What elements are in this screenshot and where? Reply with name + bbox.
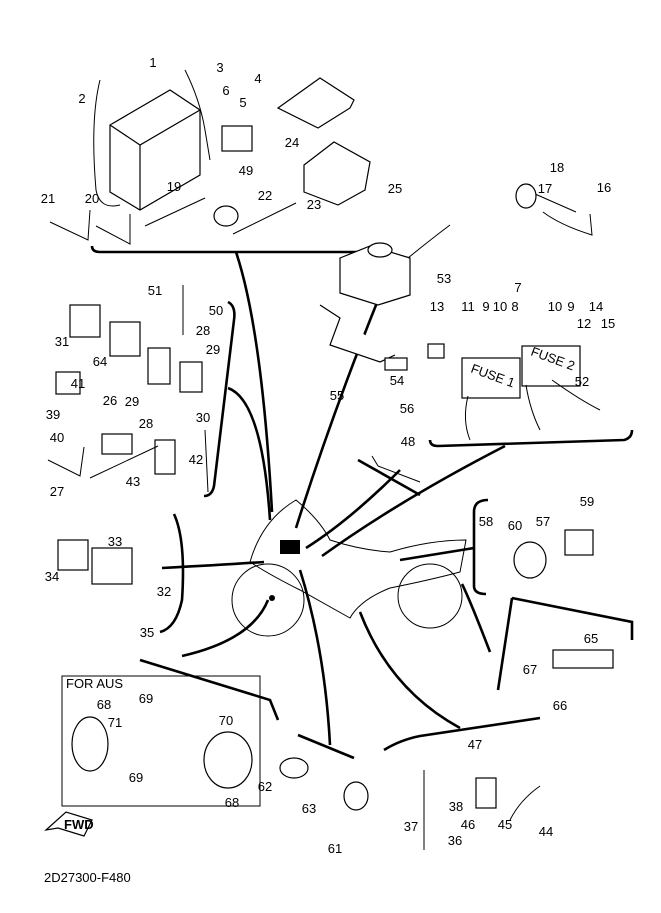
fuse-box-2: [521, 345, 581, 387]
callout-41: 41: [71, 376, 85, 391]
parts: FWD FUSE 1 FUSE 2: [44, 69, 614, 850]
callout-29: 29: [125, 394, 139, 409]
callout-53: 53: [437, 271, 451, 286]
callout-1: 1: [149, 55, 156, 70]
callout-22: 22: [258, 188, 272, 203]
fwd-label: FWD: [64, 817, 94, 832]
callout-10: 10: [493, 299, 507, 314]
callout-6: 6: [222, 83, 229, 98]
callout-59: 59: [580, 494, 594, 509]
callout-30: 30: [196, 410, 210, 425]
callout-60: 60: [508, 518, 522, 533]
callout-2: 2: [78, 91, 85, 106]
callout-69: 69: [139, 691, 153, 706]
callout-9: 9: [567, 299, 574, 314]
callout-27: 27: [50, 484, 64, 499]
callout-8: 8: [511, 299, 518, 314]
callout-29: 29: [206, 342, 220, 357]
callout-40: 40: [50, 430, 64, 445]
for-aus-box: [61, 675, 261, 807]
relay-49: [213, 205, 239, 227]
callout-58: 58: [479, 514, 493, 529]
callout-10: 10: [548, 299, 562, 314]
diagram-code: 2D27300-F480: [44, 870, 131, 885]
callout-42: 42: [189, 452, 203, 467]
callout-24: 24: [285, 135, 299, 150]
group-brackets: [90, 243, 634, 760]
callout-5: 5: [239, 95, 246, 110]
callout-70: 70: [219, 713, 233, 728]
callout-31: 31: [55, 334, 69, 349]
callout-54: 54: [390, 373, 404, 388]
callout-69: 69: [129, 770, 143, 785]
callout-49: 49: [239, 163, 253, 178]
callout-43: 43: [126, 474, 140, 489]
callout-39: 39: [46, 407, 60, 422]
callout-62: 62: [258, 779, 272, 794]
callout-36: 36: [448, 833, 462, 848]
callout-71: 71: [108, 715, 122, 730]
callout-32: 32: [157, 584, 171, 599]
callout-56: 56: [400, 401, 414, 416]
callout-14: 14: [589, 299, 603, 314]
callout-63: 63: [302, 801, 316, 816]
fwd-arrow-icon: FWD: [44, 811, 94, 837]
callout-23: 23: [307, 197, 321, 212]
callout-38: 38: [449, 799, 463, 814]
region-note: FOR AUS: [66, 676, 123, 691]
callout-37: 37: [404, 819, 418, 834]
callout-12: 12: [577, 316, 591, 331]
callout-19: 19: [167, 179, 181, 194]
callout-28: 28: [196, 323, 210, 338]
starter-relay: [221, 125, 253, 152]
battery: [109, 89, 201, 211]
motorcycle-outline: [231, 499, 467, 637]
callout-16: 16: [597, 180, 611, 195]
callout-9: 9: [482, 299, 489, 314]
callout-21: 21: [41, 191, 55, 206]
callout-57: 57: [536, 514, 550, 529]
callout-25: 25: [388, 181, 402, 196]
callout-34: 34: [45, 569, 59, 584]
callout-51: 51: [148, 283, 162, 298]
callout-68: 68: [225, 795, 239, 810]
callout-68: 68: [97, 697, 111, 712]
callout-28: 28: [139, 416, 153, 431]
callout-48: 48: [401, 434, 415, 449]
callout-18: 18: [550, 160, 564, 175]
callout-26: 26: [103, 393, 117, 408]
callout-17: 17: [538, 181, 552, 196]
callout-64: 64: [93, 354, 107, 369]
callout-65: 65: [584, 631, 598, 646]
callout-66: 66: [553, 698, 567, 713]
callout-50: 50: [209, 303, 223, 318]
callout-52: 52: [575, 374, 589, 389]
callout-20: 20: [85, 191, 99, 206]
callout-35: 35: [140, 625, 154, 640]
callout-3: 3: [216, 60, 223, 75]
callout-11: 11: [461, 299, 475, 314]
callout-7: 7: [514, 280, 521, 295]
callout-67: 67: [523, 662, 537, 677]
callout-55: 55: [330, 388, 344, 403]
callout-4: 4: [254, 71, 261, 86]
ecu: [303, 141, 371, 206]
callout-13: 13: [430, 299, 444, 314]
callout-61: 61: [328, 841, 342, 856]
fuse-box-1: [461, 357, 521, 399]
callout-33: 33: [108, 534, 122, 549]
callout-15: 15: [601, 316, 615, 331]
callout-45: 45: [498, 817, 512, 832]
cover: [276, 77, 355, 129]
callout-47: 47: [468, 737, 482, 752]
callout-46: 46: [461, 817, 475, 832]
callout-44: 44: [539, 824, 553, 839]
